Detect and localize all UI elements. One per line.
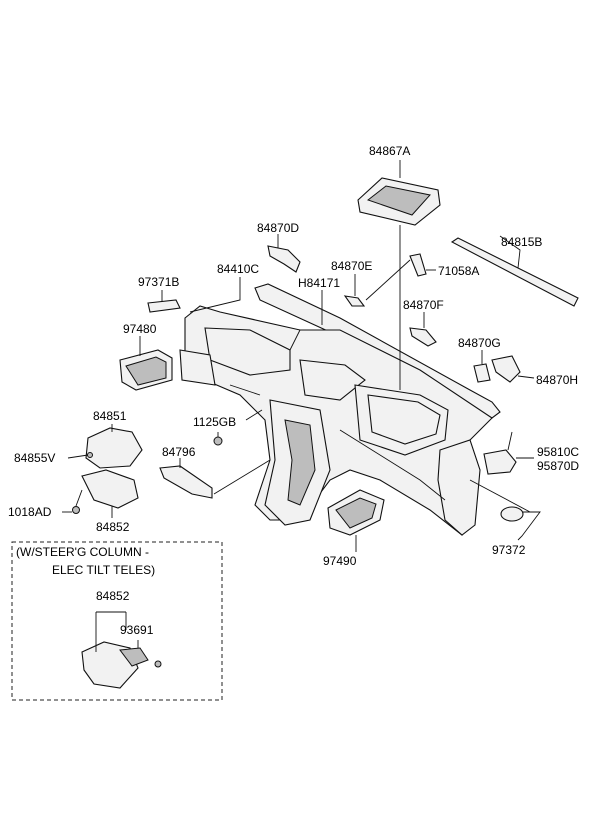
label-95810C: 95810C (537, 445, 579, 459)
part-84855V-screw (67, 452, 93, 459)
part-97372-round-vent (469, 479, 541, 541)
part-84851-shroud-upper (85, 424, 143, 469)
part-84870D-bracket (267, 234, 301, 273)
label-84815B: 84815B (501, 235, 542, 249)
part-84815B-trim-strip (450, 235, 579, 307)
part-1125GB-bolt (213, 409, 263, 446)
label-97480: 97480 (123, 322, 157, 336)
label-84870D: 84870D (257, 221, 299, 235)
part-84870G-bracket (473, 350, 491, 383)
inset-steering-column-option (11, 541, 223, 701)
label-H84171: H84171 (298, 276, 340, 290)
label-84852: 84852 (96, 520, 130, 534)
part-84870E-bracket (343, 274, 366, 307)
label-84867A: 84867A (369, 144, 410, 158)
label-1018AD: 1018AD (8, 505, 52, 519)
label-84870E: 84870E (331, 259, 372, 273)
part-84870F-bracket (409, 312, 437, 347)
part-84852-shroud-lower (81, 469, 139, 518)
part-84870H-bracket (491, 355, 535, 383)
crash-pad-assembly (179, 283, 501, 536)
inset-title-line2: ELEC TILT TELES) (52, 563, 155, 577)
part-97490-center-vent (327, 489, 385, 552)
part-84796-bracket (159, 458, 271, 499)
label-84410C: 84410C (217, 262, 259, 276)
label-84870F: 84870F (403, 298, 444, 312)
part-97371B-vent (147, 290, 181, 313)
label-84796: 84796 (162, 445, 196, 459)
label-97372: 97372 (492, 543, 526, 557)
part-84867A-defroster-nozzle (357, 160, 441, 390)
label-84851: 84851 (93, 409, 127, 423)
label-inset-93691: 93691 (120, 623, 154, 637)
label-84870G: 84870G (458, 336, 501, 350)
leaders-84410C-H84171 (189, 277, 323, 325)
label-95870D: 95870D (537, 459, 579, 473)
label-97371B: 97371B (138, 275, 179, 289)
inset-title-line1: (W/STEER'G COLUMN - (16, 545, 149, 559)
label-71058A: 71058A (438, 264, 479, 278)
label-84855V: 84855V (14, 451, 55, 465)
part-1018AD-screw (62, 489, 83, 514)
part-95810C-sensor (483, 431, 534, 475)
part-71058A-clip (365, 253, 436, 301)
label-1125GB: 1125GB (193, 415, 236, 429)
part-97480-side-vent (119, 336, 173, 391)
label-97490: 97490 (323, 554, 357, 568)
label-84870H: 84870H (536, 373, 578, 387)
label-inset-84852: 84852 (96, 589, 130, 603)
